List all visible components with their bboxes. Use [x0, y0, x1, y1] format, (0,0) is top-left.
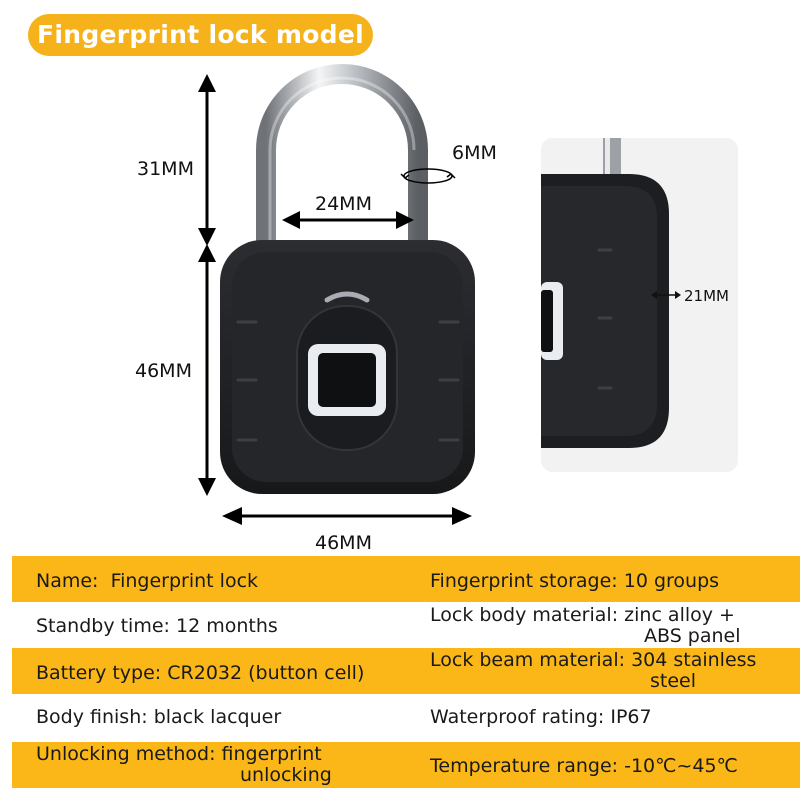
shackle-height-label: 31MM: [137, 158, 194, 180]
shackle-diameter-marker: [400, 168, 456, 184]
spec-battery-type: Battery type: CR2032 (button cell): [36, 662, 365, 684]
title-banner: Fingerprint lock model: [28, 14, 373, 56]
spec-name: Name: Fingerprint lock: [36, 570, 259, 592]
spec-row: Standby time: 12 months Lock body materi…: [12, 602, 800, 648]
shackle-diameter-label: 6MM: [452, 142, 497, 164]
body-thickness-label: 21MM: [684, 287, 729, 305]
spec-waterproof-rating: Waterproof rating: IP67: [430, 706, 652, 728]
side-view-panel: [541, 138, 738, 472]
spec-fingerprint-storage: Fingerprint storage: 10 groups: [430, 570, 720, 592]
spec-row: Battery type: CR2032 (button cell) Lock …: [12, 648, 800, 694]
body-width-label: 46MM: [315, 532, 372, 554]
shackle: [256, 64, 428, 250]
spec-body-finish: Body finish: black lacquer: [36, 706, 282, 728]
dimension-arrows: [198, 74, 472, 525]
lock-body: [220, 240, 475, 494]
spec-standby-time: Standby time: 12 months: [36, 615, 278, 637]
shackle-width-label: 24MM: [315, 193, 372, 215]
side-view-image: [541, 138, 738, 472]
spec-row: Name: Fingerprint lock Fingerprint stora…: [12, 556, 800, 602]
body-height-label: 46MM: [135, 360, 192, 382]
spec-table: Name: Fingerprint lock Fingerprint stora…: [12, 556, 800, 788]
spec-temperature-range: Temperature range: -10℃~45℃: [430, 755, 738, 777]
spec-lock-body-material: Lock body material: zinc alloy +ABS pane…: [430, 604, 741, 647]
spec-row: Body finish: black lacquer Waterproof ra…: [12, 694, 800, 742]
